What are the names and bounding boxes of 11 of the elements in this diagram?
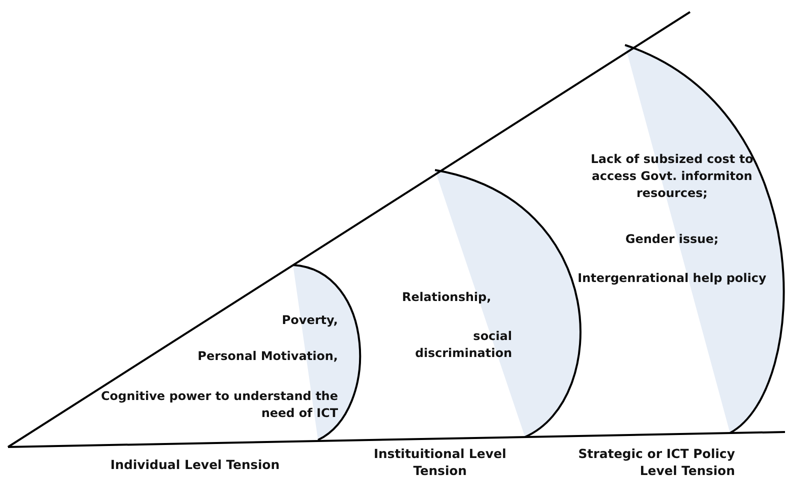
factor-text: Relationship, [402,289,492,306]
level-caption: Instituitional Level Tension [372,445,508,479]
factor-text: Personal Motivation, [196,348,338,365]
factor-text: Intergenrational help policy [577,270,767,287]
factor-text: Poverty, [280,312,338,329]
factor-text: Gender issue; [624,231,720,248]
factor-text: social discrimination [414,328,512,362]
factor-text: Lack of subsized cost to access Govt. informiton resources; [590,151,754,202]
level-caption: Strategic or ICT Policy Level Tension [577,445,735,479]
factor-text: Cognitive power to understand the need of ICT [100,388,338,422]
level-caption: Individual Level Tension [109,456,281,473]
